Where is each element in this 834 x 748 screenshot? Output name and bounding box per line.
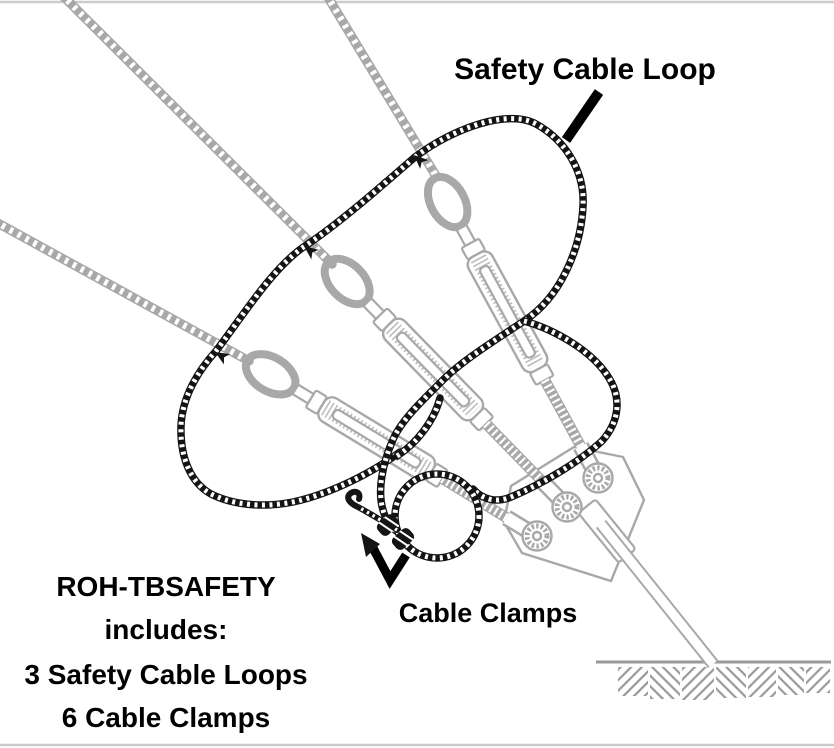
cable-texture bbox=[178, 155, 417, 508]
cable-texture bbox=[471, 318, 620, 503]
anchor-rod bbox=[595, 519, 719, 669]
turnbuckles bbox=[241, 172, 607, 545]
guy-wire-top bbox=[324, 0, 441, 181]
anchor-bolt bbox=[582, 462, 614, 494]
turnbuckle-middle bbox=[320, 254, 575, 515]
label-pointer-line bbox=[561, 89, 604, 143]
turnbuckle-bottom bbox=[241, 350, 544, 545]
cable-tail-end bbox=[345, 488, 400, 533]
guy-wire-middle bbox=[60, 0, 337, 269]
ground bbox=[596, 660, 831, 700]
caption-line-4: 6 Cable Clamps bbox=[62, 702, 271, 733]
guy-wires bbox=[0, 0, 441, 366]
anchor-bolts bbox=[521, 462, 614, 552]
anchor-bolt bbox=[521, 520, 553, 552]
caption-line-1: ROH-TBSAFETY bbox=[56, 571, 276, 602]
cable-clamp bbox=[391, 528, 415, 550]
wire-crossing-tick bbox=[414, 155, 429, 169]
turnbuckle-eye bbox=[320, 254, 374, 309]
caption-line-3: 3 Safety Cable Loops bbox=[24, 659, 307, 690]
clamps-arrow-icon bbox=[361, 533, 410, 589]
threaded-rod bbox=[482, 420, 549, 488]
cable-main-loop bbox=[376, 114, 587, 535]
label-safety-cable-loop: Safety Cable Loop bbox=[454, 53, 716, 86]
safety-cable-loop bbox=[177, 114, 621, 562]
turnbuckle-eye bbox=[423, 172, 472, 232]
cable-texture bbox=[392, 471, 482, 561]
kit-caption: ROH-TBSAFETY includes: 3 Safety Cable Lo… bbox=[24, 571, 307, 733]
caption-line-2: includes: bbox=[105, 614, 228, 645]
label-cable-clamps: Cable Clamps bbox=[399, 598, 578, 628]
wire-crossing-tick bbox=[304, 246, 319, 260]
ground-hatching bbox=[618, 667, 830, 700]
wire-crossing-tick bbox=[215, 352, 231, 365]
cable-braid-strand bbox=[393, 394, 444, 460]
anchor-bolt bbox=[551, 491, 583, 523]
guy-wire-bottom bbox=[0, 218, 254, 366]
turnbuckle-eye bbox=[241, 350, 300, 399]
cable-clamp bbox=[376, 514, 400, 536]
annotations: Safety Cable Loop Cable Clamps ROH-TBSAF… bbox=[24, 53, 715, 733]
